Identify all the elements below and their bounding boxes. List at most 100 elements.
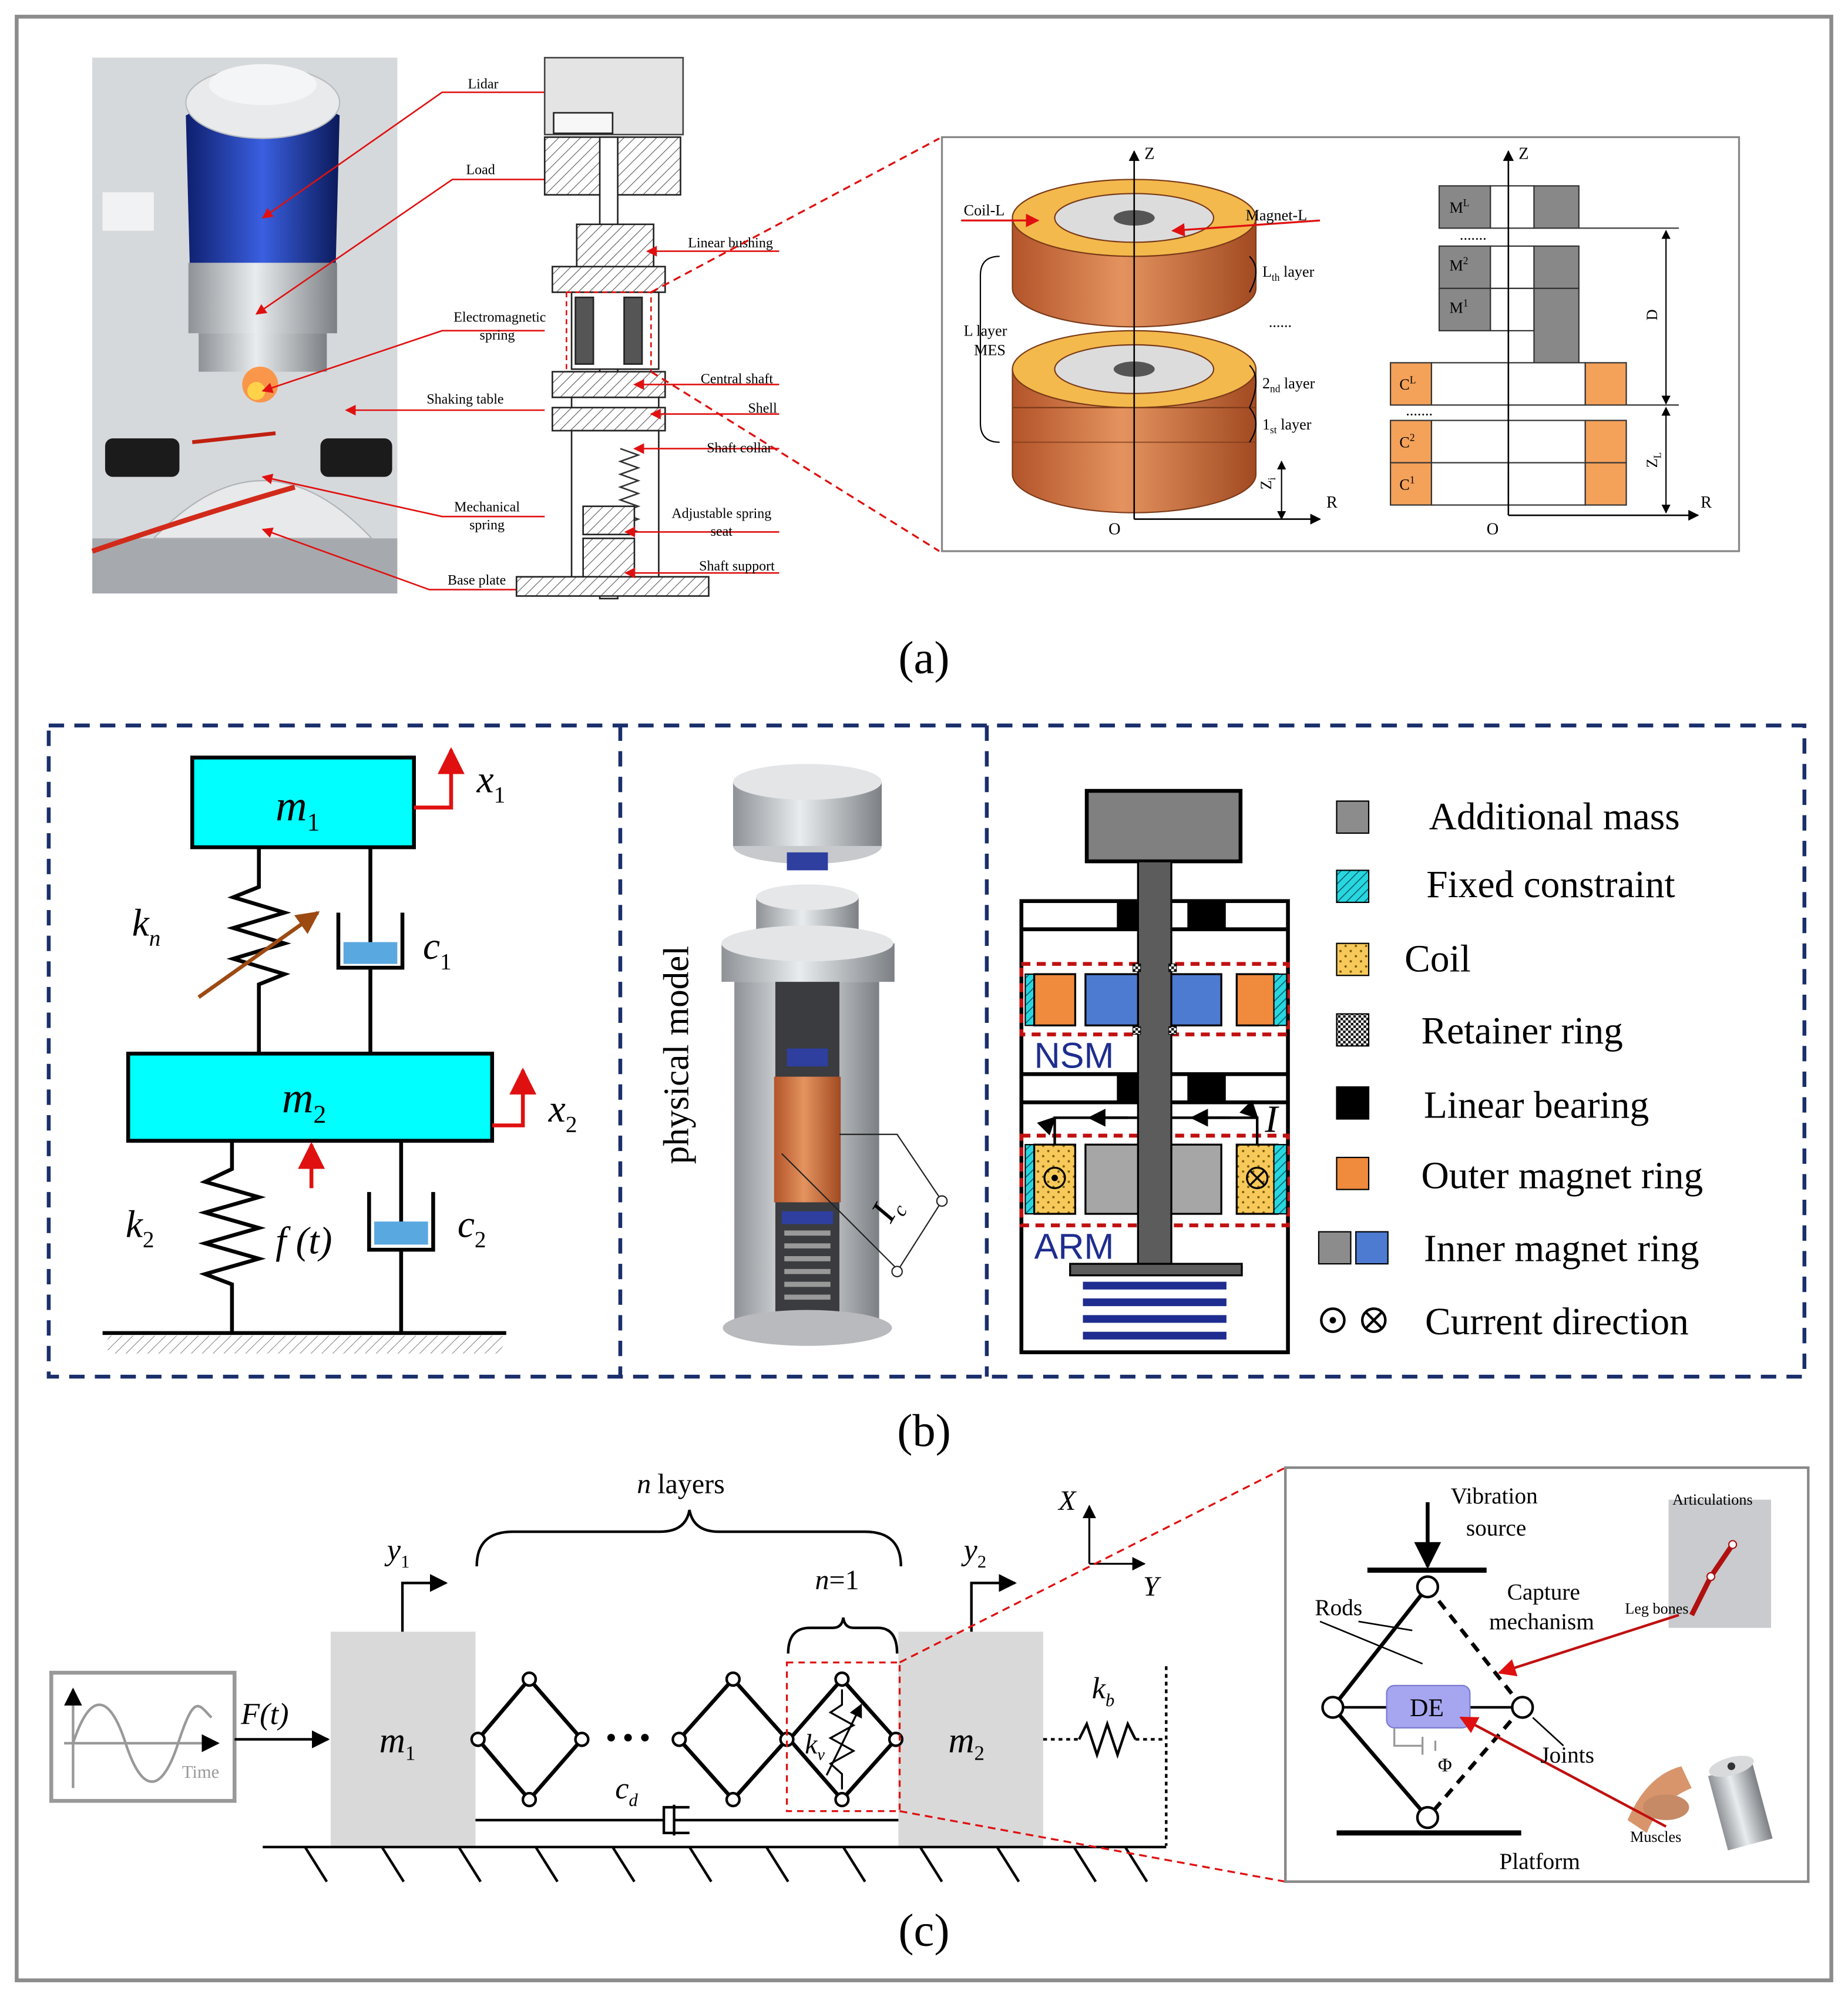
label-r-3d: R <box>1326 494 1338 512</box>
caption-a: (a) <box>898 632 949 683</box>
svg-text:M1: M1 <box>1449 297 1468 316</box>
svg-text:c2: c2 <box>458 1203 486 1252</box>
svg-text:ZL: ZL <box>1644 452 1664 468</box>
label-1st: 1 <box>1262 416 1270 433</box>
label-vibration: Vibration <box>1451 1484 1538 1509</box>
label-d: D <box>1644 310 1661 321</box>
svg-text:c1: c1 <box>423 925 452 974</box>
label-mech-spring-2: spring <box>469 518 505 533</box>
svg-text:ML: ML <box>1449 197 1469 216</box>
label-cd: cd <box>615 1771 638 1810</box>
photo-leaders <box>255 91 545 590</box>
label-m1-c: m1 <box>379 1721 416 1764</box>
svg-text:kn: kn <box>132 902 161 951</box>
label-nsm: NSM <box>1034 1035 1114 1075</box>
label-x1: x <box>476 758 494 801</box>
label-dots-3d: ...... <box>1269 313 1292 330</box>
mass-m1 <box>190 756 416 850</box>
arm-box <box>1019 1133 1290 1227</box>
svg-text:Zi: Zi <box>1258 477 1278 489</box>
arrow-x2 <box>492 1068 537 1127</box>
label-axis-x: X <box>1057 1485 1077 1516</box>
label-load: Load <box>466 163 495 178</box>
label-source: source <box>1466 1516 1526 1541</box>
label-cl: C <box>1399 376 1409 393</box>
label-y2: y2 <box>961 1533 987 1572</box>
label-2nd: 2 <box>1262 375 1270 392</box>
cross-section-drawing <box>515 56 710 600</box>
xy-axes <box>1082 1505 1146 1571</box>
panel-b-frame <box>46 723 1807 1379</box>
label-time: Time <box>182 1762 219 1782</box>
label-kn: k <box>132 902 150 945</box>
bio-inspired-inset <box>1284 1466 1810 1883</box>
svg-text:x2: x2 <box>548 1088 577 1137</box>
inset-labels: Vibration source Capture mechanism Rods … <box>1315 1484 1752 1874</box>
label-ml: M <box>1449 199 1463 216</box>
damper-c1 <box>336 847 405 1054</box>
svg-text:m1: m1 <box>275 782 320 836</box>
caption-c: (c) <box>898 1905 949 1956</box>
label-x2: x <box>548 1088 566 1130</box>
label-zi: Z <box>1258 480 1275 489</box>
label-arm: ARM <box>1034 1226 1114 1266</box>
nonlinear-arrow <box>197 911 320 999</box>
label-c2: C <box>1399 434 1409 451</box>
label-kv: kv <box>805 1729 825 1764</box>
label-leg-bones: Leg bones <box>1625 1600 1688 1617</box>
label-joints: Joints <box>1540 1743 1594 1768</box>
spring-kn <box>226 847 291 1054</box>
section-leaders <box>624 246 779 579</box>
label-coil-l: Coil-L <box>964 202 1005 219</box>
label-zl: Z <box>1644 458 1661 468</box>
label-capture: Capture <box>1507 1580 1580 1605</box>
label-k2: k <box>126 1203 143 1246</box>
label-arm-current: I <box>1264 1098 1279 1140</box>
svg-text:k2: k2 <box>126 1203 154 1252</box>
label-muscles: Muscles <box>1630 1828 1681 1845</box>
label-magnet-l: Magnet-L <box>1246 207 1308 224</box>
legend-swatch-fixed-constraint <box>1336 870 1370 903</box>
legend-label-6: Inner magnet ring <box>1424 1228 1699 1270</box>
label-linear-bushing: Linear bushing <box>688 236 773 251</box>
label-mech-spring-1: Mechanical <box>454 499 520 515</box>
outer-frame <box>15 15 1833 1982</box>
label-phi: Φ <box>1438 1755 1452 1776</box>
legend-swatch-inner-magnet-blue <box>1355 1231 1389 1265</box>
coil-section-2d <box>1390 150 1699 521</box>
legend-label-2: Coil <box>1405 938 1471 981</box>
label-shaft-support: Shaft support <box>699 559 775 574</box>
ground-c <box>263 1845 1167 1882</box>
label-de: DE <box>1410 1694 1444 1722</box>
legend-swatch-inner-magnet-gray <box>1318 1231 1352 1265</box>
label-kb: kb <box>1092 1672 1115 1710</box>
legend: Additional mass Fixed constraint Coil Re… <box>1318 796 1703 1343</box>
label-lidar: Lidar <box>468 77 499 92</box>
legend-label-0: Additional mass <box>1429 796 1680 838</box>
spring-kb <box>1043 1666 1168 1846</box>
caption-b: (b) <box>897 1405 951 1456</box>
label-c1: C <box>1399 476 1409 493</box>
label-z-2d: Z <box>1518 145 1528 163</box>
unit-cell-highlight <box>785 1661 901 1813</box>
label-lth: L <box>1262 263 1272 280</box>
label-Ft: F(t) <box>240 1697 288 1731</box>
legend-swatch-additional-mass <box>1336 800 1370 834</box>
legend-swatch-coil <box>1336 942 1370 976</box>
svg-text:C1: C1 <box>1399 474 1414 493</box>
zoom-line-top <box>650 137 940 293</box>
de-cylinder-image <box>1708 1756 1773 1851</box>
mass-m1-c <box>330 1632 476 1847</box>
legend-label-1: Fixed constraint <box>1426 864 1675 906</box>
label-em-spring-1: Electromagnetic <box>453 310 546 325</box>
mass-m2-c <box>898 1632 1043 1847</box>
label-platform: Platform <box>1500 1849 1580 1874</box>
arrow-y2 <box>970 1574 1017 1632</box>
label-dots-c: ....... <box>1406 402 1433 419</box>
legend-swatch-linear-bearing <box>1336 1086 1370 1120</box>
label-em-spring-2: spring <box>480 328 515 343</box>
damper-cd <box>475 1804 899 1836</box>
svg-text:x1: x1 <box>476 758 506 807</box>
